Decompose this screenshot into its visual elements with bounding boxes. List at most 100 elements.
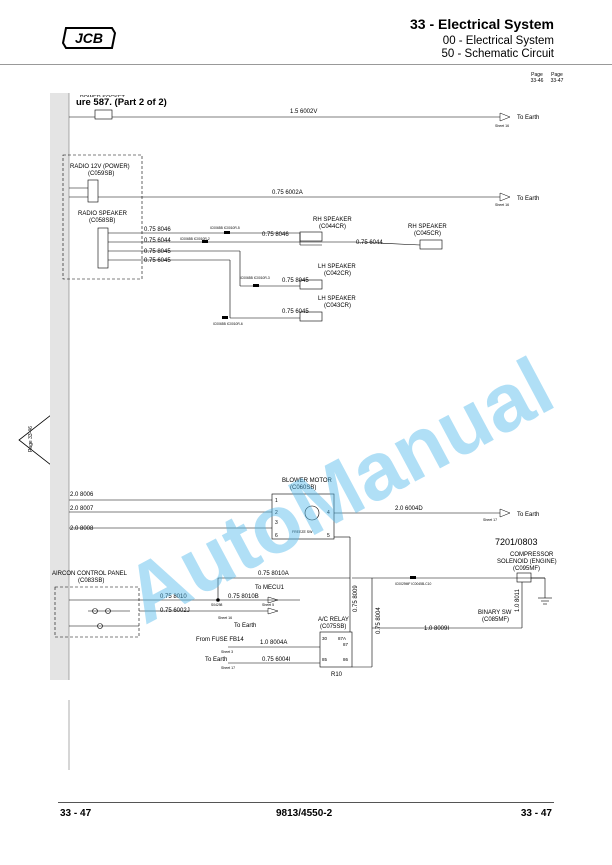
- wire-8045-b: 0.75 8045: [282, 278, 309, 284]
- lh-speaker-label-2: LH SPEAKER: [318, 296, 356, 302]
- sheet-ref-5: Sheet 16: [218, 616, 232, 620]
- sheet-ref-7: Sheet 17: [221, 666, 235, 670]
- svg-text:JCB: JCB: [75, 30, 103, 46]
- sheet-ref-6: Sheet 3: [221, 650, 233, 654]
- page-next-number: 33-47: [550, 78, 564, 84]
- blower-motor-box: [271, 493, 335, 540]
- jcb-logo: JCB: [61, 27, 117, 49]
- next-page-link[interactable]: Page 33-47: [548, 72, 566, 84]
- relay-ref: R10: [331, 672, 343, 678]
- wire-6004d: 2.0 6004D: [395, 506, 423, 512]
- footer-page-left: 33 - 47: [60, 808, 92, 819]
- wire-8010b: 0.75 8010B: [228, 594, 259, 600]
- compressor-code: (C095MF): [513, 566, 540, 572]
- rh-speaker-1: [299, 231, 323, 242]
- radio-speaker-connector: [97, 227, 109, 269]
- blower-motor-symbol: [304, 505, 320, 521]
- from-fuse-label: From FUSE FB14: [196, 637, 244, 643]
- page-label: Page: [551, 72, 563, 78]
- section-subtitle-2: 50 - Schematic Circuit: [441, 48, 554, 60]
- to-mecu1: To MECU1: [255, 585, 285, 591]
- header-rule: [0, 64, 612, 65]
- wire-8006: 2.0 8006: [70, 492, 94, 498]
- side-page-tab[interactable]: [17, 415, 51, 465]
- radio-speaker-label: RADIO SPEAKER: [78, 211, 128, 217]
- wire-8010: 0.75 8010: [160, 594, 187, 600]
- radio-group-box: [62, 154, 143, 280]
- wire-6045-a: 0.75 6045: [144, 258, 171, 264]
- blower-motor-label: BLOWER MOTOR: [282, 478, 333, 484]
- earth-label-2: To Earth: [517, 196, 539, 202]
- margin-bar: [50, 93, 69, 680]
- wire-8008: 2.0 8008: [70, 526, 94, 532]
- rh-speaker-label-2: RH SPEAKER: [408, 224, 447, 230]
- wire-8046-a: 0.75 8046: [144, 227, 171, 233]
- blower-motor-code: (C060SB): [290, 485, 316, 491]
- lh-speaker-1: [299, 279, 323, 290]
- radio-power-connector: [87, 179, 99, 203]
- wire-8011: 1.0 8011: [515, 588, 521, 612]
- lh-speaker-2: [299, 311, 323, 322]
- wire-8007: 2.0 8007: [70, 506, 94, 512]
- footer-page-right: 33 - 47: [520, 808, 552, 819]
- page-label: Page: [531, 72, 543, 78]
- aircon-panel-box: [54, 586, 140, 638]
- wire-8004a: 1.0 8004A: [260, 640, 287, 646]
- rh-speaker-label-1: RH SPEAKER: [313, 217, 352, 223]
- power-socket-box: [94, 109, 113, 120]
- figure-title: ure 587. (Part 2 of 2): [74, 97, 169, 108]
- wire-8009-v: 0.75 8009: [353, 585, 359, 612]
- connector-ref: S04298: [211, 603, 223, 607]
- wire-6002j: 0.75 6002J: [160, 608, 190, 614]
- svg-text:4: 4: [327, 510, 330, 516]
- lh-speaker-code-1: (C042CR): [324, 271, 351, 277]
- compressor-solenoid: [516, 572, 532, 583]
- compressor-solenoid-label: SOLENOID (ENGINE): [497, 559, 557, 565]
- ac-relay-code: (C075SB): [320, 624, 346, 630]
- sheet-ref-2: Sheet 16: [495, 203, 509, 207]
- aircon-panel-label: AIRCON CONTROL PANEL: [52, 571, 128, 577]
- ac-relay-label: A/C RELAY: [318, 617, 349, 623]
- lh-speaker-code-2: (C043CR): [324, 303, 351, 309]
- drawing-number: 7201/0803: [495, 537, 538, 547]
- svg-text:5: 5: [327, 533, 330, 539]
- binary-switch-label: BINARY SW: [478, 610, 512, 616]
- freeze-switch-label: FREEZE SW: [292, 530, 313, 534]
- wire-6044-a: 0.75 6044: [144, 238, 171, 244]
- svg-text:87A: 87A: [338, 636, 346, 641]
- radio-speaker-code: (C058SB): [89, 218, 115, 224]
- rh-speaker-2: [419, 239, 443, 250]
- wire-8010a: 0.75 8010A: [258, 571, 289, 577]
- sheet-ref-4: Sheet 5: [262, 603, 274, 607]
- section-title: 33 - Electrical System: [410, 16, 554, 32]
- radio-power-label: RADIO 12V (POWER): [70, 164, 130, 170]
- page-prev-number: 33-46: [530, 78, 544, 84]
- wire-6004i: 0.75 6004I: [262, 657, 291, 663]
- ic-label-5: IC0029MF IC0045B-C10: [395, 582, 431, 586]
- svg-text:85: 85: [322, 657, 328, 662]
- ic-label-2: IC0065B IC0010R-2: [180, 237, 210, 241]
- rh-speaker-code-1: (C044CR): [319, 224, 346, 230]
- wire-6044-b: 0.75 6044: [356, 240, 383, 246]
- wire-8004-v: 0.75 8004: [376, 607, 382, 634]
- wire-6002a: 0.75 6002A: [272, 190, 303, 196]
- wire-6002v: 1.5 6002V: [290, 109, 317, 115]
- ic-label-3: IC0065B IC0010R-3: [240, 276, 270, 280]
- svg-text:1: 1: [275, 498, 278, 504]
- ic-label-1: IC0065B IC0010R-5: [210, 226, 240, 230]
- ic-label-4: IC0065B IC0010R-6: [213, 322, 243, 326]
- wire-6045-b: 0.75 6045: [282, 309, 309, 315]
- svg-text:2: 2: [275, 510, 278, 516]
- wire-8046-b: 0.75 8046: [262, 232, 289, 238]
- lh-speaker-label-1: LH SPEAKER: [318, 264, 356, 270]
- prev-page-link[interactable]: Page 33-46: [528, 72, 546, 84]
- svg-text:30: 30: [322, 636, 328, 641]
- earth-label-4: To Earth: [234, 623, 256, 629]
- earth-label-3: To Earth: [517, 512, 539, 518]
- earth-label-1: To Earth: [517, 115, 539, 121]
- sheet-ref-1: Sheet 16: [495, 124, 509, 128]
- earth-label-5: To Earth: [205, 657, 227, 663]
- svg-text:86: 86: [343, 657, 349, 662]
- svg-text:3: 3: [275, 520, 278, 526]
